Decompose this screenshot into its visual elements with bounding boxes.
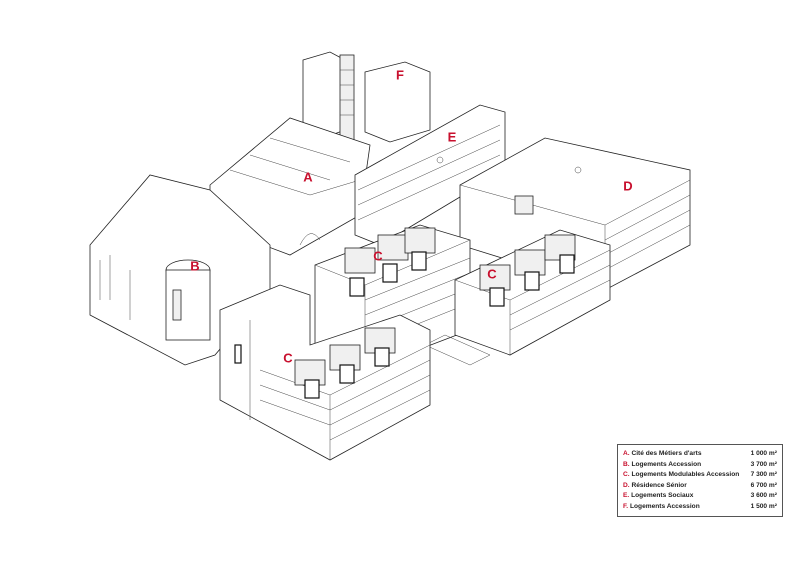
label-c-middle: C [373, 248, 383, 264]
legend-name: Logements Accession [631, 460, 702, 468]
legend: A. Cité des Métiers d'arts 1 000 m² B. Lo… [617, 444, 783, 517]
building-c-right [424, 229, 611, 366]
legend-key: B. [623, 460, 630, 468]
building-c-front [219, 284, 431, 461]
label-c-front: C [283, 350, 293, 366]
legend-name: Logements Sociaux [631, 492, 694, 499]
legend-area: 3 600 m² [750, 492, 777, 499]
label-a: A [303, 169, 313, 185]
legend-area: 1 500 m² [750, 502, 777, 510]
legend-area: 3 700 m² [750, 460, 777, 468]
legend-name: Cité des Métiers d'arts [631, 450, 702, 457]
legend-name: Résidence Sénior [631, 481, 687, 489]
legend-area: 6 700 m² [750, 481, 777, 489]
label-e: E [447, 129, 457, 145]
legend-row: F. Logements Accession 1 500 m² [623, 502, 777, 513]
legend-name: Logements Accession [629, 502, 700, 510]
legend-key: C. [623, 471, 630, 478]
legend-row: A. Cité des Métiers d'arts 1 000 m² [623, 449, 777, 460]
legend-key: E. [623, 492, 630, 499]
legend-key: F. [623, 502, 629, 510]
legend-row: C. Logements Modulables Accession 7 300 m… [623, 470, 777, 481]
label-b: B [190, 258, 200, 274]
legend-row: D. Résidence Sénior 6 700 m² [623, 481, 777, 492]
legend-row: E. Logements Sociaux 3 600 m² [623, 491, 777, 502]
legend-key: A. [623, 450, 630, 457]
legend-name: Logements Modulables Accession [631, 471, 740, 478]
legend-key: D. [623, 481, 630, 489]
legend-area: 7 300 m² [750, 471, 777, 478]
building-f [302, 51, 431, 146]
legend-area: 1 000 m² [750, 450, 777, 457]
label-f: F [396, 67, 404, 83]
label-c-right: C [487, 266, 497, 282]
legend-row: B. Logements Accession 3 700 m² [623, 460, 777, 471]
label-d: D [623, 178, 633, 194]
